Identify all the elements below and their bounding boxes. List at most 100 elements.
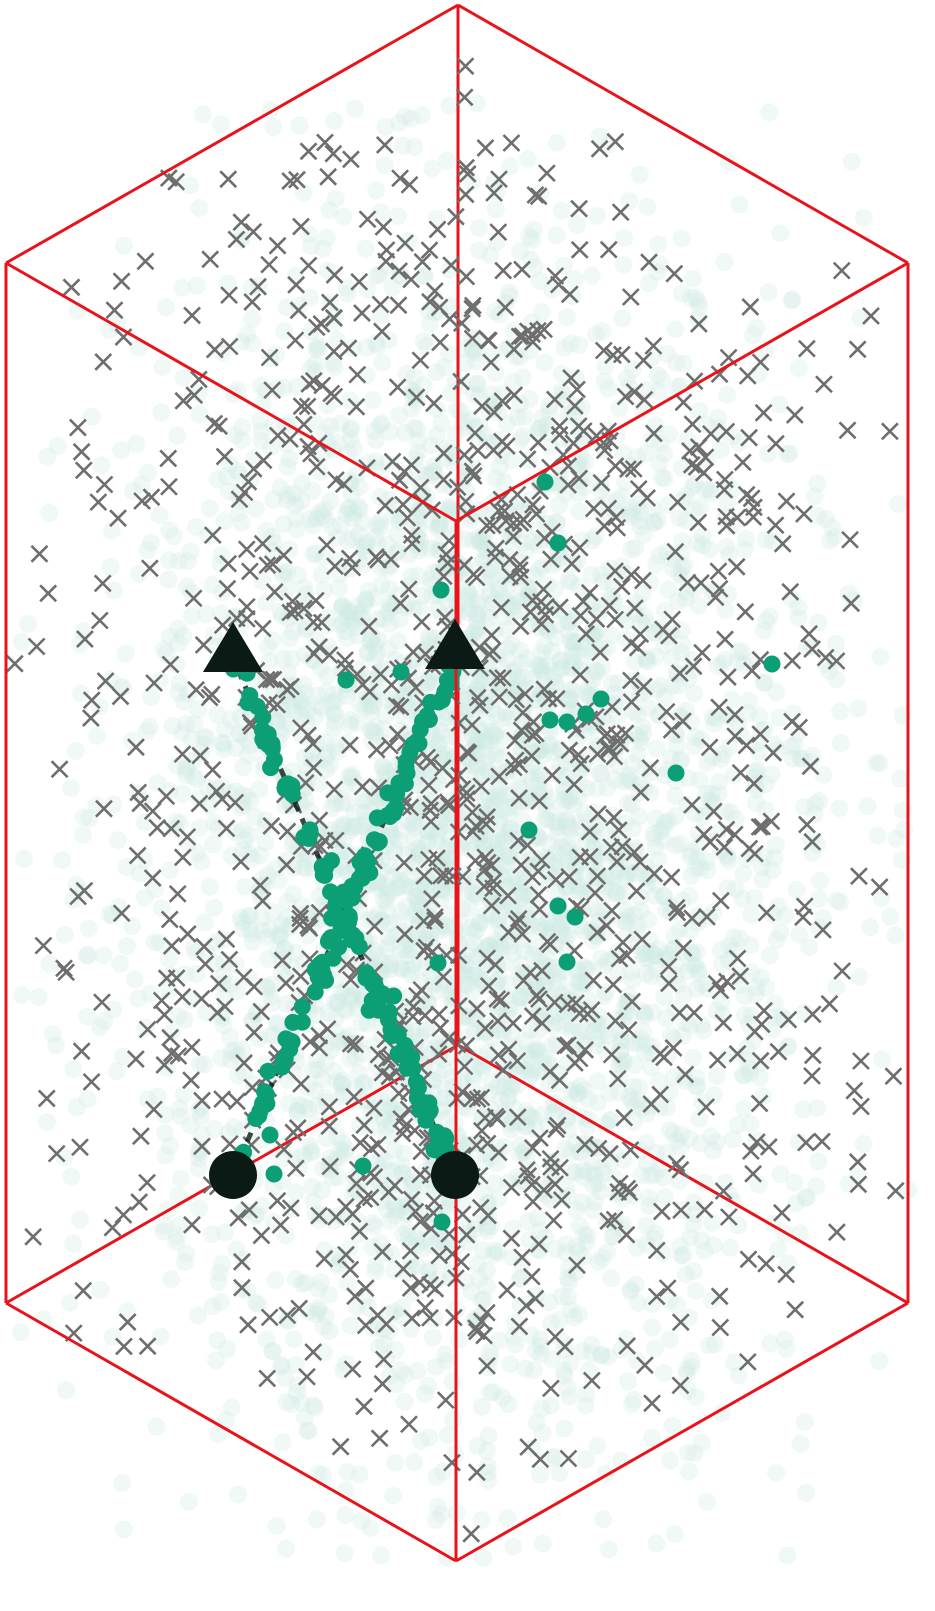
background-hit [314, 1343, 333, 1362]
background-hit [547, 226, 566, 245]
background-hit [279, 663, 298, 682]
noise-marker-x [833, 962, 852, 980]
noise-marker-x [643, 1394, 661, 1413]
background-hit [549, 812, 568, 831]
background-hit [346, 1048, 365, 1067]
background-hit [478, 937, 497, 956]
noise-marker-x [718, 668, 737, 687]
background-hit [556, 1139, 575, 1158]
background-hit [529, 1042, 548, 1061]
background-hit [555, 338, 574, 357]
background-hit [250, 780, 269, 799]
noise-marker-x [138, 1173, 157, 1192]
background-hit [340, 1239, 359, 1258]
background-hit [618, 993, 637, 1011]
background-hit [631, 1029, 649, 1048]
background-hit [721, 1238, 740, 1257]
background-hit [687, 943, 706, 962]
background-hit [411, 531, 430, 550]
background-hit [478, 1457, 497, 1476]
noise-marker-x [94, 353, 113, 371]
background-hit [313, 506, 332, 525]
background-hit [850, 968, 869, 986]
background-hit [131, 864, 149, 883]
background-hit [547, 133, 566, 152]
background-hit [761, 1334, 780, 1353]
background-hit [764, 906, 783, 925]
background-hit [174, 368, 193, 387]
background-hit [510, 1145, 529, 1164]
background-hit [272, 1357, 291, 1376]
background-hit [286, 509, 305, 528]
background-hit [271, 478, 290, 497]
background-hit [203, 575, 222, 594]
background-hit [550, 1310, 569, 1329]
background-hit [614, 1150, 633, 1169]
background-hit [790, 925, 809, 944]
background-hit [393, 1157, 412, 1176]
background-hit [660, 1330, 679, 1349]
noise-marker-x [785, 406, 804, 424]
background-hit [380, 614, 399, 633]
background-hit [651, 676, 670, 695]
noise-marker-x [741, 297, 760, 316]
background-hit [709, 409, 728, 427]
background-hit [504, 944, 523, 963]
background-hit [470, 589, 489, 608]
background-hit [570, 335, 589, 354]
background-hit [346, 980, 365, 999]
background-hit [79, 919, 98, 938]
background-hit [437, 708, 455, 727]
background-hit [308, 686, 327, 705]
background-hit [522, 771, 541, 790]
background-hit [640, 1189, 659, 1208]
noise-marker-x [219, 170, 238, 189]
background-hit [649, 940, 668, 959]
background-hit [263, 1342, 282, 1361]
noise-marker-x [719, 1208, 738, 1226]
background-hit [542, 642, 561, 660]
noise-marker-x [815, 375, 833, 394]
background-hit [686, 1281, 705, 1300]
background-hit [337, 1140, 355, 1158]
background-hit [428, 735, 447, 754]
background-hit [675, 1071, 694, 1090]
background-hit [618, 1372, 637, 1391]
background-hit [508, 670, 527, 689]
background-hit [455, 955, 474, 974]
background-hit [543, 918, 562, 937]
background-hit [361, 1519, 380, 1538]
background-hit [484, 1245, 503, 1264]
background-hit [331, 564, 350, 583]
background-hit [746, 985, 765, 1004]
background-hit [589, 1093, 607, 1112]
background-hit [498, 650, 517, 669]
background-hit [405, 1453, 423, 1472]
background-hit [785, 1173, 804, 1192]
background-hit [650, 546, 669, 565]
background-hit [299, 1422, 318, 1441]
background-hit [345, 439, 364, 458]
background-hit [377, 1118, 396, 1137]
background-hit [336, 505, 355, 524]
background-hit [357, 366, 376, 385]
noise-marker-x [665, 264, 684, 283]
background-hit [671, 835, 690, 854]
background-hit [524, 848, 543, 867]
background-hit [517, 1102, 536, 1121]
background-hit [260, 652, 279, 671]
background-hit [499, 1395, 518, 1414]
background-hit [123, 917, 142, 935]
background-hit [215, 512, 234, 531]
background-hit [381, 423, 400, 441]
background-hit [613, 487, 632, 506]
background-hit [567, 642, 586, 661]
background-hit [222, 1398, 241, 1417]
background-hit [208, 1331, 227, 1350]
background-hit [169, 1007, 188, 1026]
background-hit [314, 1317, 333, 1336]
background-hit [378, 1162, 397, 1181]
background-hit [565, 1308, 583, 1327]
background-hit [532, 740, 551, 759]
background-hit [734, 864, 753, 883]
